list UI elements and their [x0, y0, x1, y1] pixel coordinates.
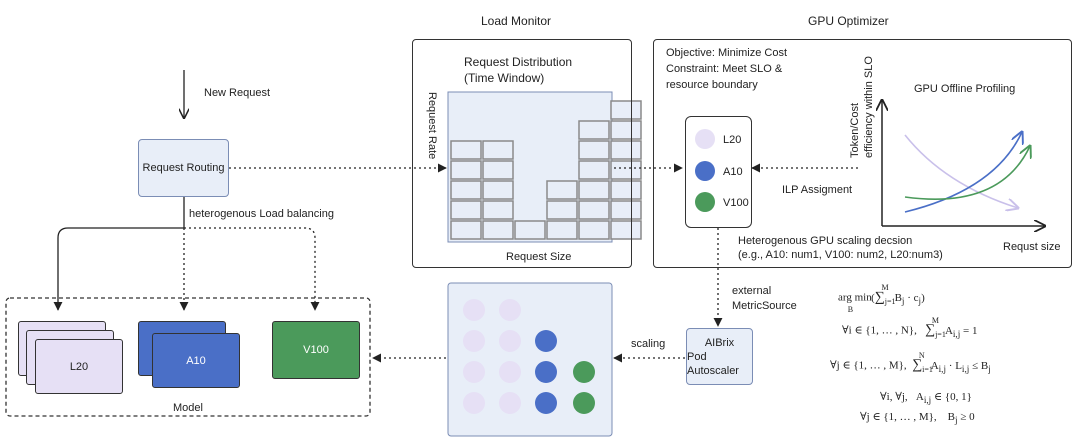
external-label-1: external	[732, 285, 772, 297]
a10-dot	[695, 161, 715, 181]
profiling-curve-v100	[904, 146, 1030, 200]
distribution-cell	[546, 200, 578, 220]
distribution-cell	[578, 120, 610, 140]
a10-label: A10	[186, 354, 206, 367]
request-rate-label: Request Rate	[426, 92, 438, 160]
ilp-constraint-1: ∀i ∈ {1, … , N}, ∑j=1MAi,j = 1	[842, 316, 978, 339]
scaling-decision-1: Heterogenous GPU scaling decsion	[738, 235, 913, 247]
distribution-title-2: (Time Window)	[464, 71, 545, 85]
pod-grid-frame	[447, 282, 613, 437]
autoscaler-label-2: Pod Autoscaler	[687, 350, 739, 377]
a10-card[interactable]: A10	[152, 333, 240, 388]
request-routing-box[interactable]: Request Routing	[138, 139, 229, 197]
profiling-y-label-2: efficiency within SLO	[863, 56, 875, 158]
request-routing-label: Request Routing	[142, 162, 225, 174]
distribution-cell	[450, 200, 482, 220]
autoscaler-box[interactable]: AIBrix Pod Autoscaler	[686, 328, 753, 385]
l20-card[interactable]: L20	[35, 339, 123, 394]
branch-to-l20	[53, 227, 184, 311]
distribution-cell	[514, 220, 546, 240]
profiling-x-label: Requst size	[1003, 241, 1061, 253]
profiling-y-label-1: Token/Cost	[849, 102, 861, 158]
ilp-label: ILP Assigment	[782, 184, 853, 196]
distribution-cell	[610, 220, 642, 240]
distribution-cell	[450, 220, 482, 240]
constraint-text-1: Constraint: Meet SLO &	[666, 63, 783, 75]
distribution-cell	[450, 160, 482, 180]
distribution-cell	[482, 180, 514, 200]
load-monitor-title: Load Monitor	[481, 14, 552, 28]
distribution-cell	[578, 180, 610, 200]
pod-dot	[535, 330, 557, 352]
request-size-label: Request Size	[506, 251, 572, 263]
distribution-stacks	[450, 100, 642, 240]
distribution-title-1: Request Distribution	[464, 55, 573, 69]
profiling-curve-l20	[904, 134, 1018, 208]
scaling-label: scaling	[631, 338, 666, 350]
ilp-objective: arg minB(∑j=1MBj · cj)	[838, 283, 925, 314]
v100-card[interactable]: V100	[272, 321, 360, 379]
distribution-cell	[578, 220, 610, 240]
profiling-curve-a10	[904, 132, 1022, 213]
gpu-optimizer-panel	[653, 39, 1072, 268]
pod-dot	[499, 330, 521, 352]
distribution-cell	[482, 140, 514, 160]
gpu-list-a10: A10	[723, 166, 743, 178]
pod-dot	[463, 361, 485, 383]
distribution-cell	[610, 100, 642, 120]
pod-dot	[573, 392, 595, 414]
distribution-cell	[610, 200, 642, 220]
constraint-text-2: resource boundary	[666, 79, 758, 91]
gpu-list-v100: V100	[723, 197, 749, 209]
l20-dot	[695, 129, 715, 149]
load-monitor-panel	[412, 39, 632, 268]
distribution-cell	[578, 200, 610, 220]
new-request-label: New Request	[204, 87, 271, 99]
load-balancing-label: heterogenous Load balancing	[189, 208, 334, 220]
distribution-cell	[450, 180, 482, 200]
gpu-list-box: L20 A10 V100	[685, 116, 752, 228]
pod-dot	[535, 392, 557, 414]
ilp-constraint-3: ∀i, ∀j, Ai,j ∈ {0, 1}	[880, 391, 972, 406]
pod-dot	[463, 330, 485, 352]
branch-to-v100	[184, 227, 320, 311]
pod-dot	[499, 361, 521, 383]
distribution-cell	[546, 180, 578, 200]
v100-label: V100	[303, 344, 329, 356]
distribution-cell	[610, 120, 642, 140]
autoscaler-label-1: AIBrix	[704, 336, 735, 349]
model-label: Model	[173, 402, 203, 414]
gpu-optimizer-title: GPU Optimizer	[808, 14, 889, 28]
pod-dot	[499, 299, 521, 321]
ilp-constraint-4: ∀j ∈ {1, … , M}, Bj ≥ 0	[860, 411, 975, 426]
pod-dot	[573, 361, 595, 383]
pod-dot	[535, 361, 557, 383]
distribution-cell	[610, 140, 642, 160]
scaling-decision-2: (e.g., A10: num1, V100: num2, L20:num3)	[738, 249, 943, 261]
objective-text: Objective: Minimize Cost	[666, 47, 788, 59]
ilp-constraint-2: ∀j ∈ {1, … , M}, ∑i=1NAi,j · Li,j ≤ Bj	[830, 351, 991, 374]
model-container	[5, 297, 371, 417]
profiling-title: GPU Offline Profiling	[914, 83, 1016, 95]
pod-dot	[499, 392, 521, 414]
distribution-cell	[450, 140, 482, 160]
gpu-list-l20: L20	[723, 134, 742, 146]
distribution-cell	[610, 160, 642, 180]
l20-label: L20	[69, 360, 89, 373]
distribution-cell	[578, 160, 610, 180]
distribution-cell	[610, 180, 642, 200]
distribution-cell	[546, 220, 578, 240]
pod-dot	[463, 392, 485, 414]
v100-dot	[695, 192, 715, 212]
distribution-cell	[482, 200, 514, 220]
external-label-2: MetricSource	[732, 300, 797, 312]
distribution-cell	[578, 140, 610, 160]
pod-dot	[463, 299, 485, 321]
distribution-cell	[482, 160, 514, 180]
distribution-cell	[482, 220, 514, 240]
